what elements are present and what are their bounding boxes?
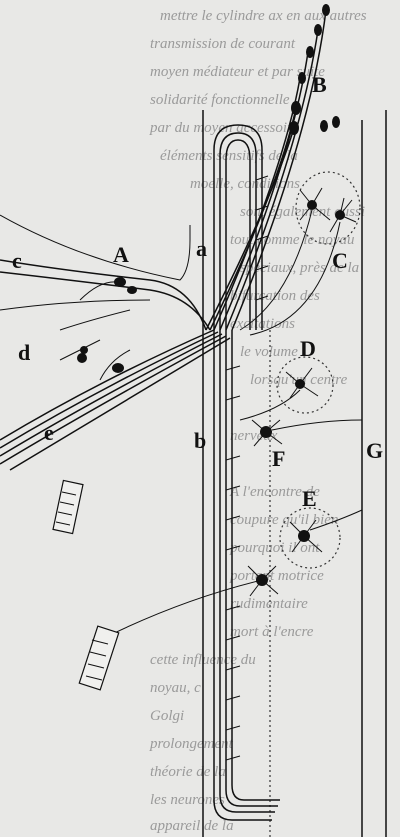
label-E: E bbox=[302, 486, 317, 511]
lower-neuron bbox=[99, 565, 279, 641]
ganglion-cells bbox=[59, 277, 137, 381]
neuron-D bbox=[239, 356, 334, 421]
neuron-F bbox=[251, 419, 363, 447]
svg-text:transmission de courant: transmission de courant bbox=[150, 36, 296, 52]
descending-fiber-bundle bbox=[213, 330, 280, 821]
label-F: F bbox=[272, 446, 285, 471]
svg-text:éléments sensitifs de la: éléments sensitifs de la bbox=[160, 148, 298, 164]
svg-text:bifurcation des: bifurcation des bbox=[230, 288, 320, 304]
svg-text:moyen médiateur et par suite: moyen médiateur et par suite bbox=[150, 64, 325, 80]
svg-text:mettre le cylindre ax en aux a: mettre le cylindre ax en aux autres bbox=[160, 8, 367, 24]
svg-text:A l'encontre de: A l'encontre de bbox=[229, 484, 320, 500]
label-B: B bbox=[312, 72, 327, 97]
label-b: b bbox=[194, 428, 206, 453]
label-d: d bbox=[18, 340, 30, 365]
svg-text:rudimentaire: rudimentaire bbox=[230, 596, 308, 612]
svg-text:noyau, c: noyau, c bbox=[150, 680, 201, 696]
svg-text:le volume: le volume bbox=[240, 344, 298, 360]
label-a: a bbox=[196, 236, 207, 261]
peripheral-nerve bbox=[0, 259, 231, 471]
svg-text:mort à l'encre: mort à l'encre bbox=[230, 624, 314, 640]
root-bundle-cell-bodies bbox=[289, 4, 340, 135]
ascending-collateral-loop bbox=[213, 124, 263, 330]
svg-text:spéciaux, près de la: spéciaux, près de la bbox=[240, 260, 359, 276]
svg-text:pourquoi il ont: pourquoi il ont bbox=[229, 540, 320, 556]
neuron-group-C bbox=[239, 171, 361, 336]
label-G: G bbox=[366, 438, 383, 463]
background-text: mettre le cylindre ax en aux autres tran… bbox=[149, 8, 367, 834]
muscle-fiber-lower bbox=[78, 625, 120, 691]
posterior-root-bundle bbox=[205, 9, 327, 331]
svg-text:appareil de la: appareil de la bbox=[150, 818, 234, 834]
label-D: D bbox=[300, 336, 316, 361]
label-A: A bbox=[113, 242, 129, 267]
svg-text:solidarité fonctionnelle: solidarité fonctionnelle bbox=[150, 92, 290, 108]
svg-text:Golgi: Golgi bbox=[150, 708, 184, 724]
spinal-cord-outline bbox=[202, 110, 387, 837]
svg-text:théorie de la: théorie de la bbox=[150, 764, 226, 780]
label-c: c bbox=[12, 248, 22, 273]
nerve-sheath bbox=[0, 214, 191, 311]
collateral-branches bbox=[225, 175, 269, 761]
svg-text:portant motrice: portant motrice bbox=[229, 568, 324, 584]
svg-text:tout comme le noyau: tout comme le noyau bbox=[230, 232, 355, 248]
svg-text:sont également aussi: sont également aussi bbox=[240, 204, 365, 220]
neuron-E bbox=[279, 507, 363, 569]
svg-text:prolongement: prolongement bbox=[149, 736, 234, 752]
muscle-fiber-upper bbox=[52, 479, 84, 535]
svg-text:les neurones: les neurones bbox=[150, 792, 225, 808]
label-e: e bbox=[44, 420, 54, 445]
label-C: C bbox=[332, 248, 348, 273]
svg-text:coupure qu'il bien: coupure qu'il bien bbox=[230, 512, 338, 528]
